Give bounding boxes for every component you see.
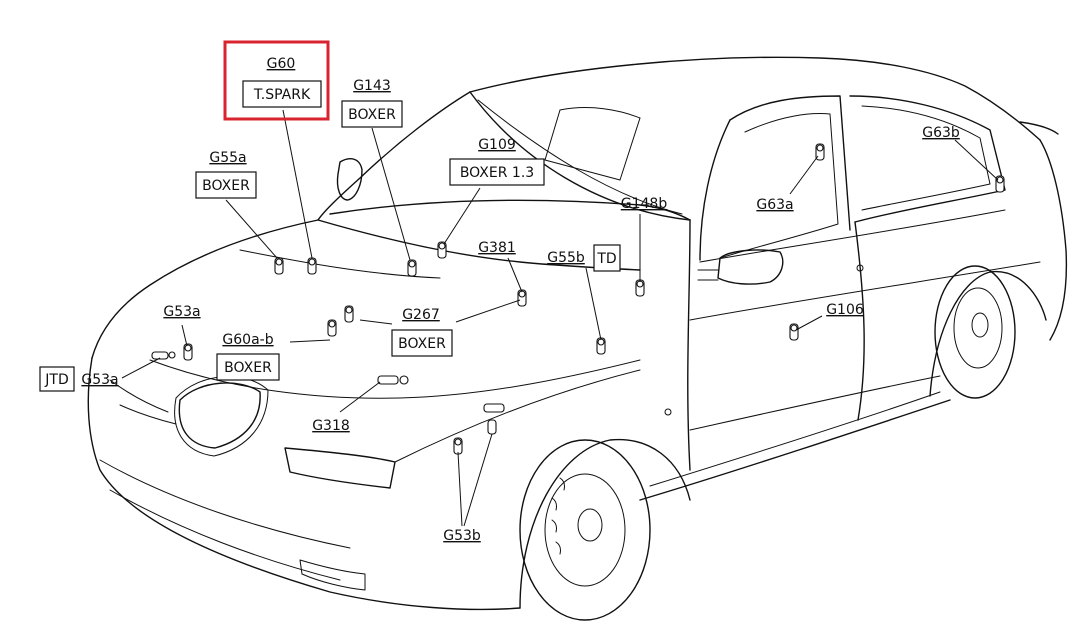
ground-point-g148b bbox=[635, 279, 645, 297]
label-g148b: G148b bbox=[621, 196, 668, 212]
ground-point-g53a-top bbox=[183, 343, 193, 361]
ground-point-g60ab-1 bbox=[327, 319, 337, 337]
ground-point-g60ab-2 bbox=[344, 305, 354, 323]
label-g55b: G55b bbox=[547, 250, 585, 266]
ground-point-g55a bbox=[274, 257, 284, 275]
car-outline bbox=[87, 56, 1068, 621]
tag-t-spark bbox=[242, 80, 322, 108]
tag-jtd bbox=[39, 366, 75, 392]
label-g267: G267 bbox=[402, 307, 440, 323]
label-g109: G109 bbox=[478, 137, 516, 153]
label-g53a-left: G53a bbox=[81, 372, 118, 388]
label-g318: G318 bbox=[312, 418, 350, 434]
ground-point-g53a-left bbox=[151, 351, 176, 360]
label-g60: G60 bbox=[267, 56, 296, 72]
label-boxer-g143: BOXER bbox=[348, 107, 396, 123]
label-boxer-13: BOXER 1.3 bbox=[460, 165, 534, 181]
label-boxer-g267: BOXER bbox=[398, 336, 446, 352]
ground-point-g53b-2 bbox=[483, 403, 505, 435]
label-boxer-g55a: BOXER bbox=[202, 178, 250, 194]
ground-point-g55b bbox=[596, 337, 606, 355]
label-boxer-g60ab: BOXER bbox=[224, 360, 272, 376]
label-t-spark: T.SPARK bbox=[253, 87, 311, 103]
ground-point-g60 bbox=[307, 257, 317, 275]
ground-symbols bbox=[151, 143, 1005, 455]
ground-point-g143 bbox=[407, 259, 417, 277]
tag-boxer-13 bbox=[449, 158, 545, 186]
label-td: TD bbox=[596, 251, 616, 267]
ground-point-g53b-1 bbox=[453, 437, 463, 455]
label-g63b: G63b bbox=[922, 125, 960, 141]
ground-point-g318 bbox=[377, 375, 409, 385]
tag-td bbox=[593, 244, 621, 272]
label-g143: G143 bbox=[353, 78, 391, 94]
leader-lines bbox=[121, 109, 999, 527]
label-g53b: G53b bbox=[443, 528, 481, 544]
ground-point-g106 bbox=[789, 323, 799, 341]
tag-boxer-g143 bbox=[341, 100, 403, 128]
ground-point-g109 bbox=[437, 241, 447, 259]
ground-point-g63a bbox=[815, 143, 825, 161]
label-g63a: G63a bbox=[756, 197, 793, 213]
label-jtd: JTD bbox=[44, 372, 68, 388]
tag-boxer-g55a bbox=[195, 171, 257, 199]
label-g381: G381 bbox=[478, 240, 516, 256]
label-g55a: G55a bbox=[209, 150, 246, 166]
label-g53a-top: G53a bbox=[163, 304, 200, 320]
tag-boxer-g60ab bbox=[216, 353, 280, 381]
ground-point-g63b bbox=[995, 175, 1005, 193]
highlight-box bbox=[223, 40, 330, 121]
label-g106: G106 bbox=[826, 302, 864, 318]
tag-boxer-g267 bbox=[391, 329, 453, 357]
ground-point-g381 bbox=[517, 289, 527, 307]
label-g60ab: G60a-b bbox=[222, 332, 273, 348]
